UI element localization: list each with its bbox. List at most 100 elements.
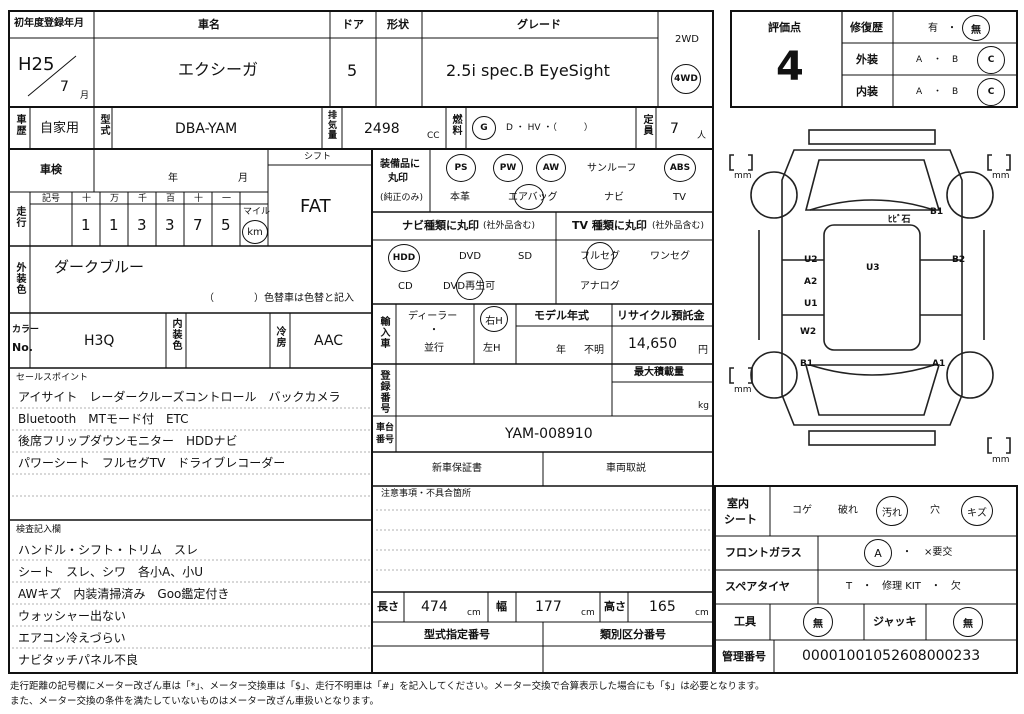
import-parallel: 並行 (424, 343, 444, 354)
navi-sd: SD (518, 251, 533, 262)
repair-dot: ・ (947, 23, 957, 34)
mark-b2: B2 (952, 255, 966, 265)
equipment-sub: (純正のみ) (380, 193, 424, 203)
equip-abs-circled: ABS (664, 154, 696, 182)
height-value: 165 (649, 599, 676, 615)
mileage-digit-2: 3 (137, 216, 147, 234)
check-line-1: シート スレ、シワ 各小A、小U (18, 565, 203, 579)
check-line-4: エアコン冷えづらい (18, 631, 126, 645)
mark-u2: U2 (804, 255, 818, 265)
spare-tire-label: スペアタイヤ (725, 580, 790, 593)
recycle-unit: 円 (698, 345, 708, 356)
tools-none-circled: 無 (803, 607, 833, 637)
equip-leather: 本革 (450, 192, 470, 203)
equip-sunroof: サンルーフ (587, 163, 637, 174)
capacity-label: 定員 (641, 114, 652, 136)
sales-line-2: 後席フリップダウンモニター HDDナビ (18, 434, 238, 448)
eval-score: 4 (776, 44, 804, 90)
windshield-a-circled: A (864, 539, 892, 567)
exterior-c-circled: C (977, 46, 1005, 74)
mileage-label: 走行 (14, 206, 25, 228)
place-label-2: 千 (138, 194, 148, 204)
tools-label: 工具 (734, 615, 756, 628)
reg-month: 7 (60, 79, 69, 95)
exterior-label: 外装 (856, 53, 878, 66)
cc-unit: CC (427, 131, 440, 141)
cooler-label: 冷房 (274, 326, 285, 348)
repaint-note: （ ）色替車は色替と記入 (204, 293, 354, 304)
place-label-1: 万 (110, 194, 120, 204)
notes-label: 注意事項・不具合箇所 (381, 489, 472, 499)
mile-label: マイル (243, 207, 271, 217)
spare-tire-value: T ・ 修理 KIT ・ 欠 (846, 581, 961, 592)
sales-line-0: アイサイト レーダークルーズコントロール バックカメラ (18, 390, 341, 404)
tv-label: TV 種類に丸印 (572, 219, 647, 232)
windshield-dot: ・ (902, 547, 912, 558)
navi-dvd: DVD (459, 251, 482, 262)
seat-stain-circled: 汚れ (876, 496, 908, 526)
grade-value: 2.5i spec.B EyeSight (446, 61, 610, 80)
equipment-label-2: 丸印 (388, 173, 408, 184)
name-label: 車名 (198, 18, 220, 31)
exterior-a: A (916, 55, 923, 65)
check-line-3: ウォッシャー出ない (18, 609, 127, 623)
grade-label: グレード (517, 18, 561, 31)
symbol-label: 記号 (42, 194, 61, 204)
month-unit: 月 (80, 91, 90, 101)
mileage-digit-0: 1 (81, 216, 91, 234)
height-label: 高さ (604, 600, 626, 613)
interior-b: B (952, 87, 959, 97)
import-left: 左H (483, 343, 501, 354)
interior-a: A (916, 87, 923, 97)
interior-label: 内装 (856, 85, 878, 98)
equip-airbag: エアバッグ (508, 192, 558, 203)
mark-chip: ﾋﾋﾞ石 (888, 215, 911, 225)
manage-value: 00001001052608000233 (802, 648, 981, 664)
registration-label: 登録番号 (378, 370, 389, 414)
exterior-b: B (952, 55, 959, 65)
mm-rear-left: mm (734, 385, 752, 395)
tv-fullseg: フルセグ (580, 251, 620, 262)
import-dealer: ディーラー (408, 311, 458, 322)
import-right-circled: 右H (480, 306, 508, 332)
length-value: 474 (421, 599, 448, 615)
mark-b1-rear: B1 (800, 359, 814, 369)
category-number-label: 類別区分番号 (600, 628, 666, 641)
windshield-replace: ×要交 (924, 547, 953, 558)
chassis-value: YAM-008910 (505, 426, 593, 442)
mark-u1: U1 (804, 299, 818, 309)
tv-fullseg-mark (586, 242, 614, 270)
place-label-5: 一 (222, 194, 232, 204)
capacity-value: 7 (670, 121, 679, 137)
mark-a1: A1 (932, 359, 946, 369)
shift-label: シフト (304, 152, 332, 162)
sales-line-3: パワーシート フルセグTV ドライブレコーダー (18, 456, 286, 470)
place-label-4: 十 (194, 194, 204, 204)
place-label-0: 十 (82, 194, 92, 204)
equipment-label-1: 装備品に (380, 159, 420, 170)
mark-a2: A2 (804, 277, 818, 287)
mm-rear-right: mm (992, 455, 1010, 465)
exterior-dot: ・ (933, 55, 943, 65)
model-year-label: モデル年式 (534, 309, 589, 322)
interior-c-circled: C (977, 78, 1005, 106)
vehicle-manual: 車両取説 (606, 463, 646, 474)
footer-line-2: また、メーター交換の条件を満たしていないものはメーター改ざん車扱いとなります。 (10, 696, 379, 707)
drive-2wd: 2WD (675, 34, 699, 45)
mark-u3: U3 (866, 263, 880, 273)
mark-w2: W2 (800, 327, 817, 337)
navi-dvd-play-mark (456, 272, 484, 300)
length-unit: cm (467, 608, 481, 618)
inspection-label: 車検 (40, 163, 62, 176)
import-dot: ・ (429, 325, 439, 336)
repair-yes: 有 (928, 23, 938, 34)
seat-label-1: 室内 (727, 497, 749, 510)
drive-4wd-circled: 4WD (671, 64, 701, 94)
equip-navi: ナビ (604, 192, 624, 203)
displacement-value: 2498 (364, 121, 400, 137)
navi-dvd-play: DVD再生可 (443, 281, 496, 292)
chassis-label-1: 車台 (376, 423, 395, 433)
type-designation-label: 型式指定番号 (424, 628, 490, 641)
tv-analog: アナログ (580, 281, 620, 292)
